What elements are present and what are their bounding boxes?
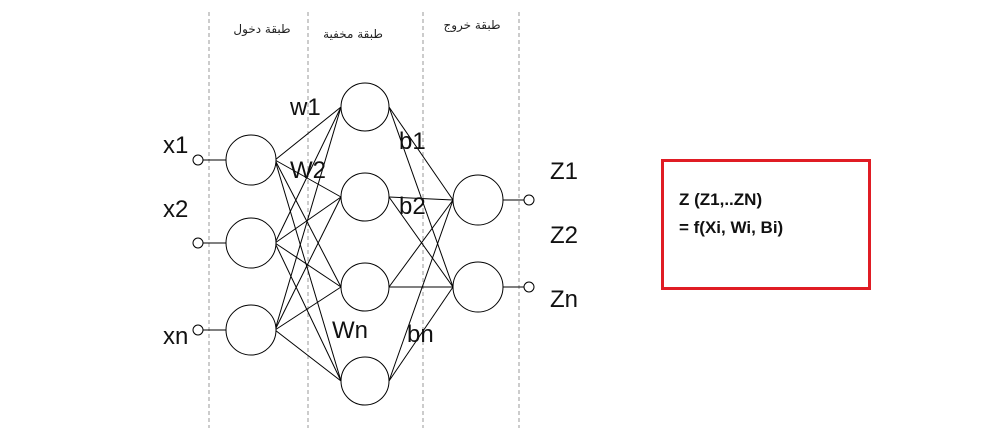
- connection: [388, 286, 454, 382]
- input-terminal: [192, 154, 204, 166]
- connection: [388, 199, 454, 382]
- bias-label-b1: b1: [399, 128, 426, 155]
- connection: [274, 159, 342, 288]
- hidden-neuron: [340, 262, 390, 312]
- output-label-z2: Z2: [550, 222, 578, 249]
- hidden-neuron: [340, 356, 390, 406]
- formula-line: = f(Xi, Wi, Bi): [679, 218, 784, 237]
- input-label-x2: x2: [163, 196, 188, 223]
- connection: [274, 242, 342, 382]
- connection: [388, 199, 454, 288]
- output-layer-title: طبقة خروج: [443, 18, 500, 33]
- weight-label-w1: w1: [289, 94, 321, 121]
- hidden-layer-title: طبقة مخفية: [323, 27, 383, 41]
- bias-label-bn: bn: [407, 321, 434, 348]
- hidden-neuron: [340, 82, 390, 132]
- output-terminal: [523, 194, 535, 206]
- output-neuron: [452, 174, 504, 226]
- connection: [388, 196, 454, 288]
- input-label-xn: xn: [163, 323, 188, 350]
- formula-box: Z (Z1,..ZN) = f(Xi, Wi, Bi): [661, 159, 871, 290]
- connection: [388, 106, 454, 201]
- hidden-neuron: [340, 172, 390, 222]
- input-terminal: [192, 324, 204, 336]
- output-terminal: [523, 281, 535, 293]
- formula-line: Z (Z1,..ZN): [679, 190, 763, 209]
- weight-label-w2: W2: [290, 157, 326, 184]
- connection: [274, 106, 342, 161]
- bias-label-b2: b2: [399, 193, 426, 220]
- connection: [274, 286, 342, 331]
- connection: [388, 196, 454, 201]
- output-label-zn: Zn: [550, 286, 578, 313]
- connection: [274, 106, 342, 331]
- output-label-z1: Z1: [550, 158, 578, 185]
- connection: [274, 106, 342, 244]
- connection: [388, 106, 454, 288]
- input-neuron: [225, 134, 277, 186]
- input-layer-title: طبقة دخول: [233, 22, 290, 37]
- weight-label-wn: Wn: [332, 317, 368, 344]
- connection: [274, 196, 342, 331]
- connection: [274, 329, 342, 382]
- connection: [274, 159, 342, 198]
- input-terminal: [192, 237, 204, 249]
- input-neuron: [225, 304, 277, 356]
- connection: [274, 242, 342, 288]
- input-label-x1: x1: [163, 132, 188, 159]
- output-neuron: [452, 261, 504, 313]
- input-neuron: [225, 217, 277, 269]
- connection: [274, 159, 342, 382]
